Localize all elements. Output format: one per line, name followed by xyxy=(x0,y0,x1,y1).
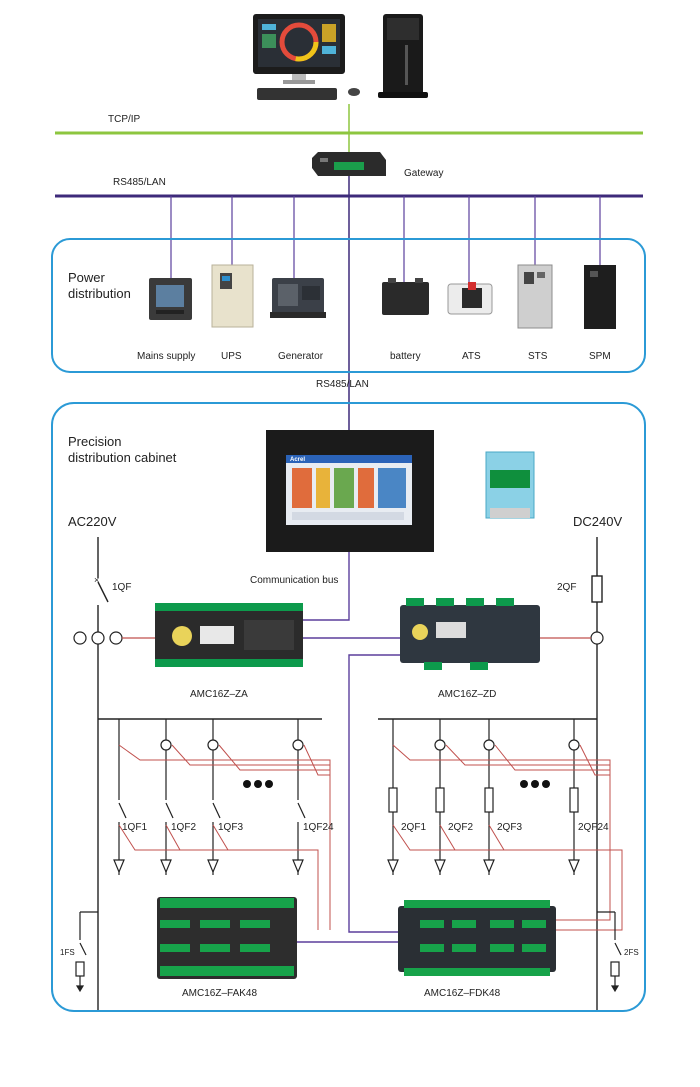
device-label-ups: UPS xyxy=(221,351,242,362)
dc-branch-label-1: 2QF1 xyxy=(401,822,427,833)
amc16z-fak48-module xyxy=(157,897,297,979)
amc16z-za-module xyxy=(155,603,303,667)
module-label-fdk48: AMC16Z–FDK48 xyxy=(424,988,501,999)
ups-icon xyxy=(211,264,254,328)
ac-branch-label-3: 1QF3 xyxy=(218,822,244,833)
module-label-fak48: AMC16Z–FAK48 xyxy=(182,988,258,999)
device-label-sts: STS xyxy=(528,351,548,362)
dc-branch-label-3: 2QF3 xyxy=(497,822,523,833)
rs485-label: RS485/LAN xyxy=(113,177,166,188)
svg-text:×: × xyxy=(94,575,99,585)
device-label-generator: Generator xyxy=(278,351,324,362)
server-tower-icon xyxy=(378,14,428,98)
ac-branch-label-24: 1QF24 xyxy=(303,822,334,833)
battery-icon xyxy=(382,278,429,315)
power-supply-module-icon xyxy=(485,451,535,519)
ac-branches xyxy=(113,719,306,875)
amc16z-zd-module xyxy=(400,598,540,670)
ats-icon xyxy=(447,282,493,315)
gateway-device xyxy=(312,152,386,176)
spm-icon xyxy=(584,265,616,329)
touch-screen-display xyxy=(266,430,434,552)
fs1-label: 1FS xyxy=(60,948,75,957)
mains-supply-meter-icon xyxy=(149,278,192,320)
dc-branch-label-24: 2QF24 xyxy=(578,822,609,833)
ac-branch-label-1: 1QF1 xyxy=(122,822,148,833)
ac-voltage-label: AC220V xyxy=(68,514,117,529)
amc16z-fdk48-module xyxy=(398,900,556,976)
qf2-label: 2QF xyxy=(557,582,577,593)
power-distribution-title: Power distribution xyxy=(68,270,131,301)
qf1-label: 1QF xyxy=(112,582,132,593)
dc-branches xyxy=(387,719,580,875)
tcpip-label: TCP/IP xyxy=(108,114,141,125)
dc-branch-label-2: 2QF2 xyxy=(448,822,474,833)
precision-cabinet-panel xyxy=(51,402,646,1012)
power-distribution-panel xyxy=(51,238,646,373)
dc-main-line xyxy=(591,537,603,1010)
sts-icon xyxy=(517,264,553,329)
gateway-label: Gateway xyxy=(404,168,444,179)
ac-main-line xyxy=(97,537,109,1010)
workstation-icon xyxy=(253,14,360,100)
ac-branch-label-2: 1QF2 xyxy=(171,822,197,833)
device-label-battery: battery xyxy=(390,351,421,362)
communication-bus-label: Communication bus xyxy=(250,575,339,586)
device-label-spm: SPM xyxy=(589,351,611,362)
dc-voltage-label: DC240V xyxy=(573,514,623,529)
fs2-label: 2FS xyxy=(624,948,639,957)
device-label-mains: Mains supply xyxy=(137,351,196,362)
device-label-ats: ATS xyxy=(462,351,481,362)
cabinet-title: Precision distribution cabinet xyxy=(68,434,177,465)
generator-icon xyxy=(270,278,326,318)
screen-brand-logo: Acrel xyxy=(290,457,306,463)
rs485-label-2: RS485/LAN xyxy=(316,379,369,390)
module-label-zd: AMC16Z–ZD xyxy=(438,689,497,700)
module-label-za: AMC16Z–ZA xyxy=(190,689,248,700)
